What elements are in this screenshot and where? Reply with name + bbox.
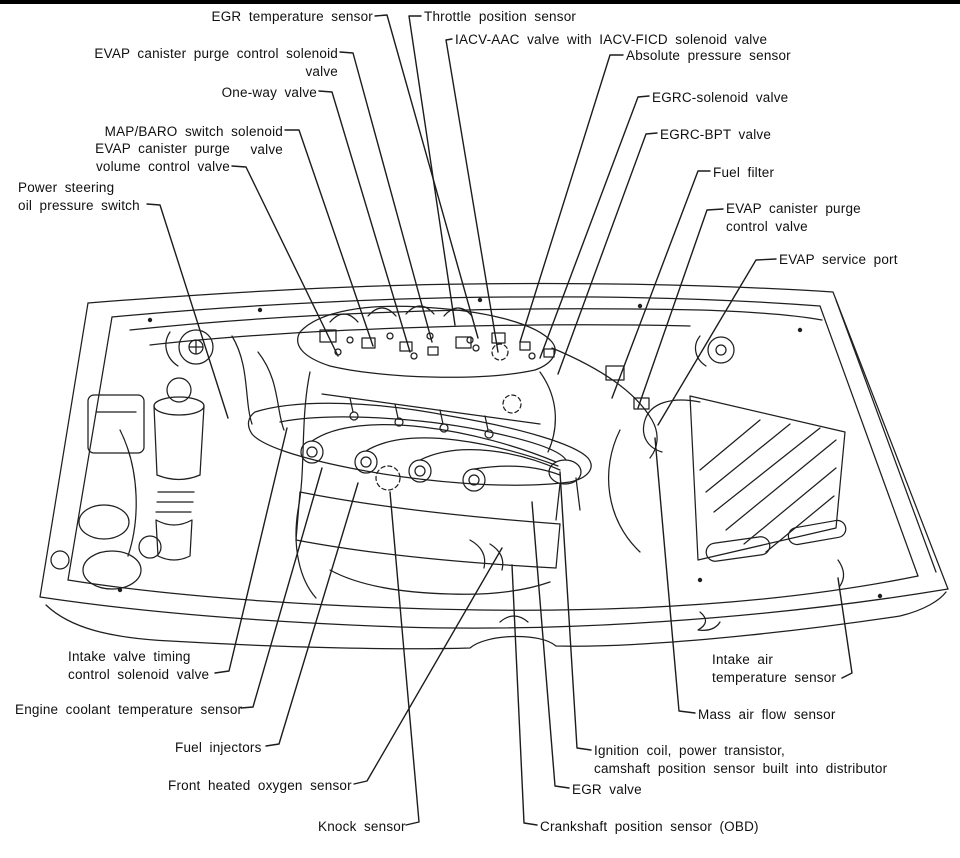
leader-line-absolute-pressure-sensor <box>519 54 624 343</box>
fuel-rail-and-injectors <box>321 393 541 439</box>
component-label-knock-sensor: Knock sensor <box>318 819 406 834</box>
leader-line-evap-canister-purge-control-valve <box>637 208 724 409</box>
leader-line-intake-valve-timing-control-solenoid-valve <box>214 427 288 674</box>
hood-opening-outline <box>39 282 949 650</box>
component-label-throttle-position-sensor: Throttle position sensor <box>424 9 577 24</box>
component-label-one-way-valve: One-way valve <box>221 85 317 100</box>
leader-line-map-baro-switch-solenoid-valve <box>284 129 374 347</box>
component-label-engine-coolant-temperature-sensor: Engine coolant temperature sensor <box>15 702 243 717</box>
leader-line-engine-coolant-temperature-sensor <box>240 467 323 709</box>
leader-line-throttle-position-sensor <box>408 15 456 326</box>
component-label-egrc-bpt-valve: EGRC-BPT valve <box>660 127 772 142</box>
component-label-fuel-injectors: Fuel injectors <box>175 740 262 755</box>
leader-line-fuel-injectors <box>265 482 359 747</box>
component-label-front-heated-oxygen-sensor: Front heated oxygen sensor <box>168 778 352 793</box>
leader-line-egrc-bpt-valve <box>557 132 658 375</box>
air-cleaner-box <box>642 395 847 587</box>
hoses <box>231 335 658 599</box>
component-label-egr-temperature-sensor: EGR temperature sensor <box>211 9 373 24</box>
component-label-evap-canister-purge-volume-control-valve: EVAP canister purge volume control valve <box>95 141 230 175</box>
component-label-evap-service-port: EVAP service port <box>779 252 898 267</box>
leader-line-mass-air-flow-sensor <box>654 437 696 714</box>
leader-line-ignition-coil-power-transistor-camshaft-position-sensor <box>559 471 592 751</box>
component-label-absolute-pressure-sensor: Absolute pressure sensor <box>626 48 791 63</box>
component-label-ignition-coil-power-transistor-camshaft-position-sensor: Ignition coil, power transistor, camshaf… <box>594 743 888 777</box>
left-side-components <box>50 394 162 590</box>
leader-line-front-heated-oxygen-sensor <box>353 547 503 785</box>
leader-line-fuel-filter <box>611 170 711 399</box>
leader-line-egr-valve <box>531 501 570 789</box>
leader-line-evap-canister-purge-control-solenoid-valve <box>339 51 433 343</box>
component-label-mass-air-flow-sensor: Mass air flow sensor <box>698 707 836 722</box>
component-label-power-steering-oil-pressure-switch: Power steering oil pressure switch <box>18 180 140 214</box>
cowl-and-firewall <box>129 308 823 410</box>
leader-line-iacv-aac-valve-with-iacv-ficd-solenoid-valve <box>445 38 499 353</box>
leader-line-egr-temperature-sensor <box>374 14 479 339</box>
leader-line-evap-canister-purge-volume-control-valve <box>231 165 339 357</box>
component-label-intake-valve-timing-control-solenoid-valve: Intake valve timing control solenoid val… <box>68 649 210 683</box>
leader-line-power-steering-oil-pressure-switch <box>146 203 229 419</box>
hidden-component-markers <box>375 343 522 491</box>
bolt-dots <box>117 297 883 599</box>
intake-manifold <box>297 305 556 378</box>
component-label-crankshaft-position-sensor-obd: Crankshaft position sensor (OBD) <box>540 819 759 834</box>
component-label-iacv-aac-valve-with-iacv-ficd-solenoid-valve: IACV-AAC valve with IACV-FICD solenoid v… <box>455 32 768 47</box>
valve-cover-and-plug-wires <box>247 402 592 521</box>
component-label-egrc-solenoid-valve: EGRC-solenoid valve <box>652 90 789 105</box>
top-border-line <box>0 0 960 4</box>
component-label-egr-valve: EGR valve <box>572 782 642 797</box>
component-label-evap-canister-purge-control-solenoid-valve: EVAP canister purge control solenoid val… <box>94 46 338 80</box>
leader-line-one-way-valve <box>318 90 411 353</box>
leader-line-egrc-solenoid-valve <box>539 95 650 359</box>
power-steering-reservoir <box>153 377 205 561</box>
leader-line-intake-air-temperature-sensor <box>837 577 853 679</box>
strut-towers <box>165 329 735 367</box>
component-label-fuel-filter: Fuel filter <box>713 165 775 180</box>
component-label-map-baro-switch-solenoid-valve: MAP/BARO switch solenoid valve <box>104 124 283 158</box>
component-label-evap-canister-purge-control-valve: EVAP canister purge control valve <box>726 201 861 235</box>
component-label-intake-air-temperature-sensor: Intake air temperature sensor <box>712 652 837 686</box>
leader-line-evap-service-port <box>657 258 777 426</box>
leader-line-crankshaft-position-sensor-obd <box>511 564 538 826</box>
leader-line-knock-sensor <box>389 491 420 826</box>
